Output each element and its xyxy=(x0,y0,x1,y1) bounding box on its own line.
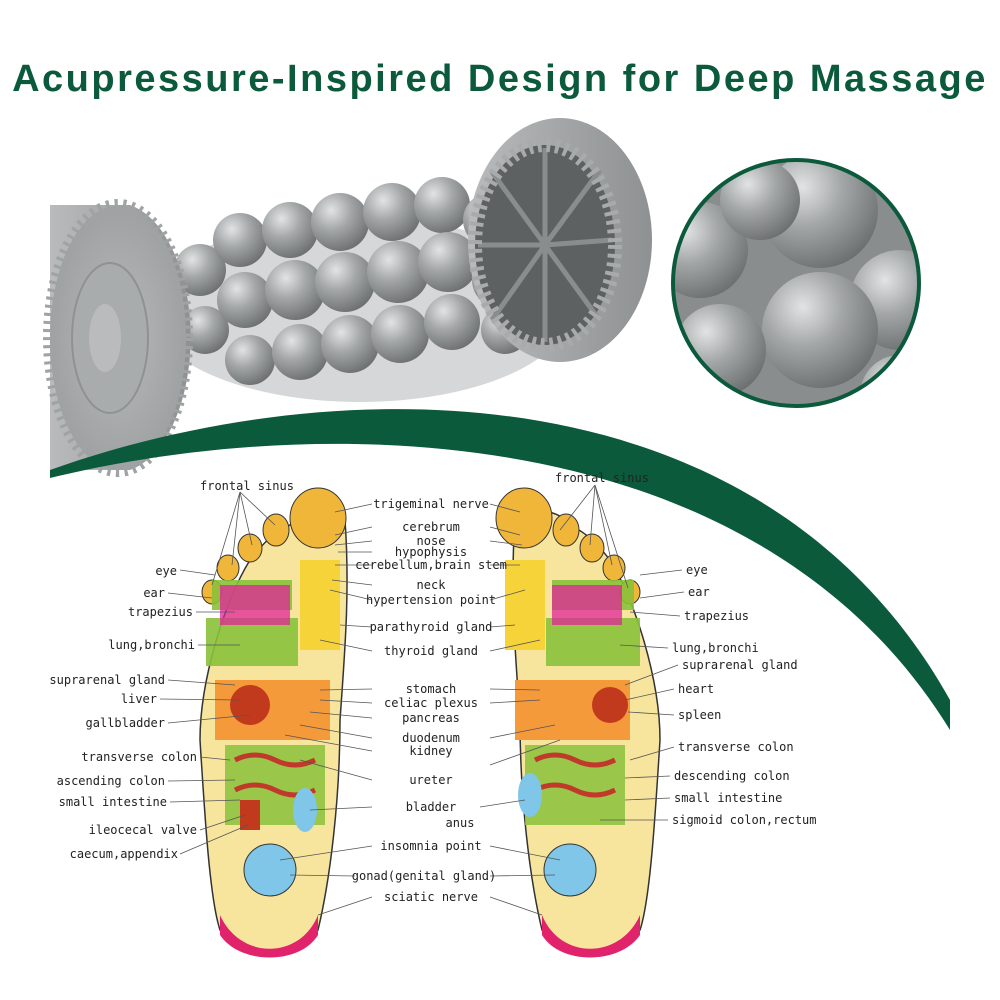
label-eye-right: eye xyxy=(686,563,708,577)
label-anus: anus xyxy=(446,816,475,830)
headline: Acupressure-Inspired Design for Deep Mas… xyxy=(12,58,988,100)
label-celiac-plexus: celiac plexus xyxy=(384,696,478,710)
label-sigmoid-colon: sigmoid colon,rectum xyxy=(672,813,817,827)
label-small-intestine-right: small intestine xyxy=(674,791,782,805)
label-parathyroid-gland: parathyroid gland xyxy=(370,620,493,634)
label-gonad: gonad(genital gland) xyxy=(352,869,497,883)
label-ureter: ureter xyxy=(409,773,452,787)
label-stomach: stomach xyxy=(406,682,457,696)
left-foot xyxy=(199,487,348,958)
label-eye-left: eye xyxy=(155,564,177,578)
label-cerebellum: cerebellum,brain stem xyxy=(355,558,507,572)
label-nose: nose xyxy=(417,534,446,548)
label-ileocecal-valve: ileocecal valve xyxy=(89,823,197,837)
label-insomnia-point: insomnia point xyxy=(380,839,481,853)
left-labels: frontal sinus eye ear trapezius lung,bro… xyxy=(49,479,294,861)
label-trapezius-right: trapezius xyxy=(684,609,749,623)
label-duodenum: duodenum xyxy=(402,731,460,745)
label-cerebrum: cerebrum xyxy=(402,520,460,534)
label-hypophysis: hypophysis xyxy=(395,545,467,559)
label-trapezius-left: trapezius xyxy=(128,605,193,619)
label-pancreas: pancreas xyxy=(402,711,460,725)
right-foot xyxy=(495,487,661,958)
label-ascending-colon: ascending colon xyxy=(57,774,165,788)
label-suprarenal-right: suprarenal gland xyxy=(682,658,798,672)
label-gallbladder: gallbladder xyxy=(86,716,165,730)
label-ear-right: ear xyxy=(688,585,710,599)
right-labels: frontal sinus eye ear trapezius lung,bro… xyxy=(555,471,817,827)
label-thyroid-gland: thyroid gland xyxy=(384,644,478,658)
label-ear-left: ear xyxy=(143,586,165,600)
nub-closeup xyxy=(671,158,921,408)
label-spleen: spleen xyxy=(678,708,721,722)
label-liver: liver xyxy=(121,692,157,706)
label-sciatic-nerve: sciatic nerve xyxy=(384,890,478,904)
label-transverse-colon-left: transverse colon xyxy=(81,750,197,764)
roller-wheel-right xyxy=(468,118,652,362)
label-caecum: caecum,appendix xyxy=(70,847,178,861)
label-kidney: kidney xyxy=(409,744,452,758)
reflexology-chart: frontal sinus eye ear trapezius lung,bro… xyxy=(49,471,817,958)
label-transverse-colon-right: transverse colon xyxy=(678,740,794,754)
roller-wheel-left xyxy=(43,199,193,477)
label-small-intestine-left: small intestine xyxy=(59,795,167,809)
massage-roller xyxy=(43,118,652,477)
label-neck: neck xyxy=(417,578,447,592)
label-hypertension-point: hypertension point xyxy=(366,593,496,607)
label-bladder: bladder xyxy=(406,800,457,814)
label-lung-left: lung,bronchi xyxy=(108,638,195,652)
label-suprarenal-left: suprarenal gland xyxy=(49,673,165,687)
label-trigeminal-nerve: trigeminal nerve xyxy=(373,497,489,511)
label-heart: heart xyxy=(678,682,714,696)
label-lung-right: lung,bronchi xyxy=(672,641,759,655)
label-frontal-sinus-right: frontal sinus xyxy=(555,471,649,485)
label-descending-colon: descending colon xyxy=(674,769,790,783)
label-frontal-sinus-left: frontal sinus xyxy=(200,479,294,493)
leader-lines xyxy=(159,484,685,916)
center-labels: trigeminal nerve cerebrum nose hypophysi… xyxy=(352,497,507,904)
green-swoosh xyxy=(50,409,950,730)
